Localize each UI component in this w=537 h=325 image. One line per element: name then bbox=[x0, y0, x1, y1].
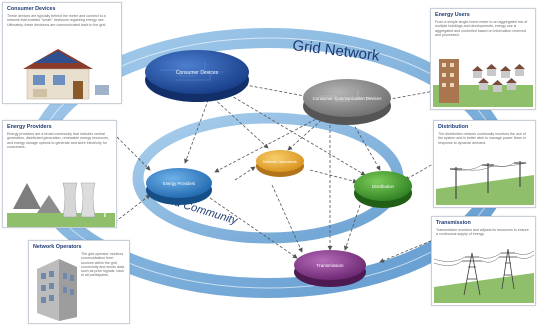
panel-distribution: Distribution The distribution network co… bbox=[433, 120, 536, 208]
node-distribution: Distribution bbox=[354, 171, 412, 208]
node-consumer-communication-devices: Consumer Communication Devices bbox=[303, 79, 391, 125]
panel-transmission: Transmission Transmission monitors and a… bbox=[431, 216, 536, 306]
panel-title: Network Operators bbox=[33, 244, 82, 250]
connector bbox=[343, 204, 361, 251]
panel-description: The grid operator monitors communication… bbox=[81, 252, 125, 278]
connector bbox=[349, 117, 381, 171]
office-building-illustration bbox=[37, 259, 77, 321]
connector bbox=[234, 82, 311, 99]
panel-description: From a simple single-home meter to an ag… bbox=[435, 20, 528, 37]
node-transmission: Transmission bbox=[294, 250, 366, 287]
distribution-poles-illustration bbox=[436, 161, 534, 205]
panel-energy-providers: Energy Providers Energy providers are a … bbox=[2, 120, 117, 228]
panel-description: These devices are typically behind the m… bbox=[7, 14, 107, 27]
panel-consumer-devices: Consumer Devices These devices are typic… bbox=[2, 2, 122, 104]
connector bbox=[287, 116, 326, 151]
connector bbox=[271, 184, 303, 253]
panel-network-operators: Network Operators The grid operator moni… bbox=[28, 240, 130, 324]
house-illustration bbox=[23, 49, 109, 100]
panel-title: Energy Providers bbox=[7, 124, 52, 130]
panel-title: Energy Users bbox=[435, 12, 470, 18]
connector bbox=[109, 129, 151, 171]
panel-description: Energy providers are a broad community t… bbox=[7, 132, 109, 149]
connector bbox=[309, 169, 358, 184]
panel-title: Distribution bbox=[438, 124, 469, 130]
connector bbox=[209, 197, 298, 259]
node-label: Distribution bbox=[372, 184, 395, 189]
connector bbox=[234, 166, 256, 181]
connector bbox=[209, 94, 269, 149]
node-consumer-devices: Consumer Devices bbox=[145, 50, 249, 102]
panel-energy-users: Energy Users From a simple single-home m… bbox=[430, 8, 536, 110]
transmission-towers-illustration bbox=[434, 248, 534, 303]
node-label: Energy Providers bbox=[163, 181, 195, 186]
node-label: Consumer Communication Devices bbox=[313, 96, 383, 101]
node-network-operations: Network Operations bbox=[256, 150, 304, 177]
panel-description: The distribution network continually mon… bbox=[438, 132, 526, 145]
power-plant-illustration bbox=[7, 180, 115, 227]
neighborhood-illustration bbox=[433, 59, 533, 107]
panel-title: Transmission bbox=[436, 220, 471, 226]
node-energy-providers: Energy Providers bbox=[146, 168, 212, 205]
connector bbox=[224, 91, 366, 176]
node-label: Transmission bbox=[316, 263, 344, 268]
node-label: Consumer Devices bbox=[176, 70, 219, 76]
connector bbox=[184, 94, 211, 164]
connector bbox=[114, 194, 151, 223]
panel-description: Transmission monitors and adjusts its re… bbox=[436, 228, 529, 237]
panel-title: Consumer Devices bbox=[7, 6, 56, 12]
connector bbox=[384, 89, 441, 102]
node-label: Network Operations bbox=[263, 160, 297, 164]
